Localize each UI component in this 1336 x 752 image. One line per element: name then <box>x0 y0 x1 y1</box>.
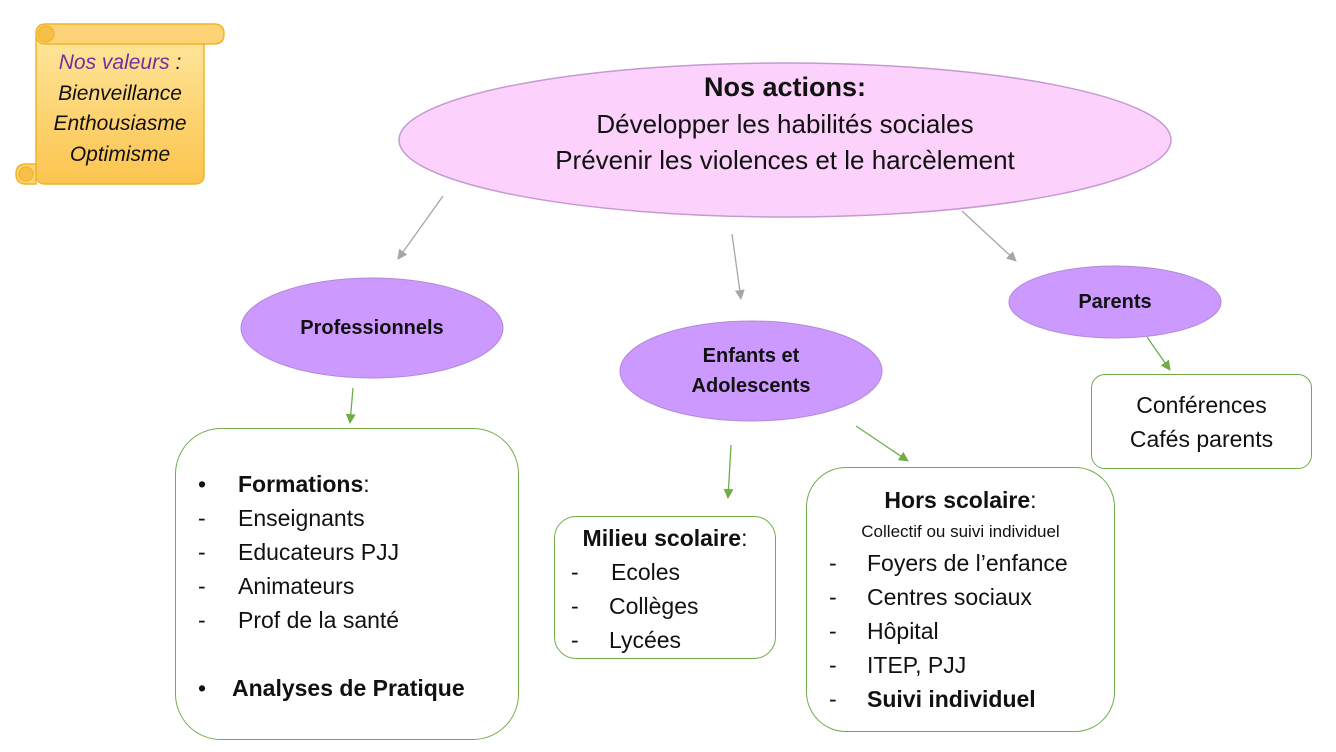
dash: - <box>829 584 837 610</box>
hors-scolaire-box: Hors scolaire: Collectif ou suivi indivi… <box>806 467 1115 732</box>
list-item: - Prof de la santé <box>198 603 465 637</box>
list-item: - Collèges <box>571 589 699 623</box>
professionnels-box: • Formations: - Enseignants - Educateurs… <box>175 428 519 740</box>
list-item: - Animateurs <box>198 569 465 603</box>
list-item-text: Animateurs <box>238 573 355 599</box>
professionnels-list: • Formations: - Enseignants - Educateurs… <box>198 467 465 705</box>
formations-label: Formations <box>238 471 364 497</box>
list-item: - Enseignants <box>198 501 465 535</box>
list-item-text: Foyers de l’enfance <box>867 550 1068 576</box>
analyses-label: Analyses de Pratique <box>232 675 465 701</box>
node-enfants-label-line1: Enfants et <box>702 345 800 367</box>
list-item-text: Educateurs PJJ <box>238 539 400 565</box>
main-ellipse <box>398 62 1172 218</box>
arrow-parents-to-box <box>1146 336 1171 371</box>
hors-title-suffix: : <box>1030 487 1037 513</box>
list-item: - Centres sociaux <box>829 580 1068 614</box>
dash: - <box>571 627 579 653</box>
milieu-list: - Ecoles - Collèges - Lycées <box>571 555 699 657</box>
main-node-text: Nos actions: Développer les habilités so… <box>400 68 1170 178</box>
list-item-text: Centres sociaux <box>867 584 1032 610</box>
dash: - <box>198 607 206 633</box>
parents-box: Conférences Cafés parents <box>1091 374 1312 469</box>
list-item: - Lycées <box>571 623 699 657</box>
node-enfants: Enfants et Adolescents <box>620 321 882 421</box>
list-item-text: Ecoles <box>611 559 681 585</box>
list-item: - ITEP, PJJ <box>829 648 1068 682</box>
list-item-text: Hôpital <box>867 618 939 644</box>
dash: - <box>829 686 837 712</box>
milieu-scolaire-box: Milieu scolaire: - Ecoles - Collèges - L… <box>554 516 776 659</box>
list-item: - Educateurs PJJ <box>198 535 465 569</box>
list-item-text: Suivi individuel <box>867 686 1036 712</box>
list-item: • Formations: <box>198 467 465 501</box>
arrow-main-to-parents <box>961 210 1017 262</box>
list-item-text: Collèges <box>609 593 699 619</box>
arrow-main-to-professionnels <box>397 195 444 260</box>
bullet: • <box>198 471 207 497</box>
dash: - <box>198 573 206 599</box>
dash: - <box>198 539 206 565</box>
bullet: • <box>198 675 207 701</box>
values-title: Nos valeurs <box>58 51 170 74</box>
hors-title: Hors scolaire <box>884 487 1031 513</box>
list-item-text: ITEP, PJJ <box>867 652 967 678</box>
parents-item: Cafés parents <box>1129 425 1274 452</box>
values-title-suffix: : <box>169 51 182 74</box>
main-line: Prévenir les violences et le harcèlement <box>555 145 1015 175</box>
node-professionnels-shape <box>240 277 504 379</box>
node-professionnels: Professionnels <box>241 278 503 378</box>
parents-item: Conférences <box>1136 391 1267 418</box>
list-item: - Foyers de l’enfance <box>829 546 1068 580</box>
list-item-text: Enseignants <box>238 505 365 531</box>
list-item: - Ecoles <box>571 555 699 589</box>
hors-subtitle: Collectif ou suivi individuel <box>861 522 1060 541</box>
list-item: - Suivi individuel <box>829 682 1068 716</box>
arrow-professionnels-to-box <box>345 387 356 424</box>
arrow-enfants-to-hors <box>855 425 909 462</box>
milieu-title-row: Milieu scolaire: <box>555 521 775 555</box>
node-parents-label: Parents <box>1078 291 1152 313</box>
dash: - <box>829 550 837 576</box>
dash: - <box>571 593 579 619</box>
arrow-enfants-to-milieu <box>723 444 734 499</box>
list-item: - Hôpital <box>829 614 1068 648</box>
node-enfants-label-line2: Adolescents <box>691 375 811 397</box>
dash: - <box>829 652 837 678</box>
node-enfants-shape <box>619 320 883 422</box>
values-scroll: Nos valeurs : Bienveillance Enthousiasme… <box>40 48 200 170</box>
milieu-title: Milieu scolaire <box>582 525 742 551</box>
hors-title-row: Hors scolaire: <box>807 484 1114 516</box>
formations-suffix: : <box>363 471 370 497</box>
value-item: Enthousiasme <box>53 112 187 135</box>
list-item-text: Prof de la santé <box>238 607 400 633</box>
value-item: Bienveillance <box>58 81 182 105</box>
value-item: Optimisme <box>69 142 171 166</box>
milieu-title-suffix: : <box>741 525 748 551</box>
list-item: • Analyses de Pratique <box>198 671 465 705</box>
main-line: Développer les habilités sociales <box>596 109 974 139</box>
arrow-main-to-enfants <box>731 233 745 300</box>
values-scroll-shape <box>15 23 225 185</box>
values-title-line: Nos valeurs : <box>40 48 200 79</box>
node-professionnels-label: Professionnels <box>300 317 444 339</box>
list-item-text: Lycées <box>609 627 682 653</box>
dash: - <box>198 505 206 531</box>
main-title: Nos actions: <box>703 72 867 102</box>
dash: - <box>571 559 579 585</box>
hors-list: - Foyers de l’enfance - Centres sociaux … <box>829 546 1068 716</box>
node-parents-shape <box>1008 265 1222 339</box>
dash: - <box>829 618 837 644</box>
node-parents: Parents <box>1009 266 1221 338</box>
